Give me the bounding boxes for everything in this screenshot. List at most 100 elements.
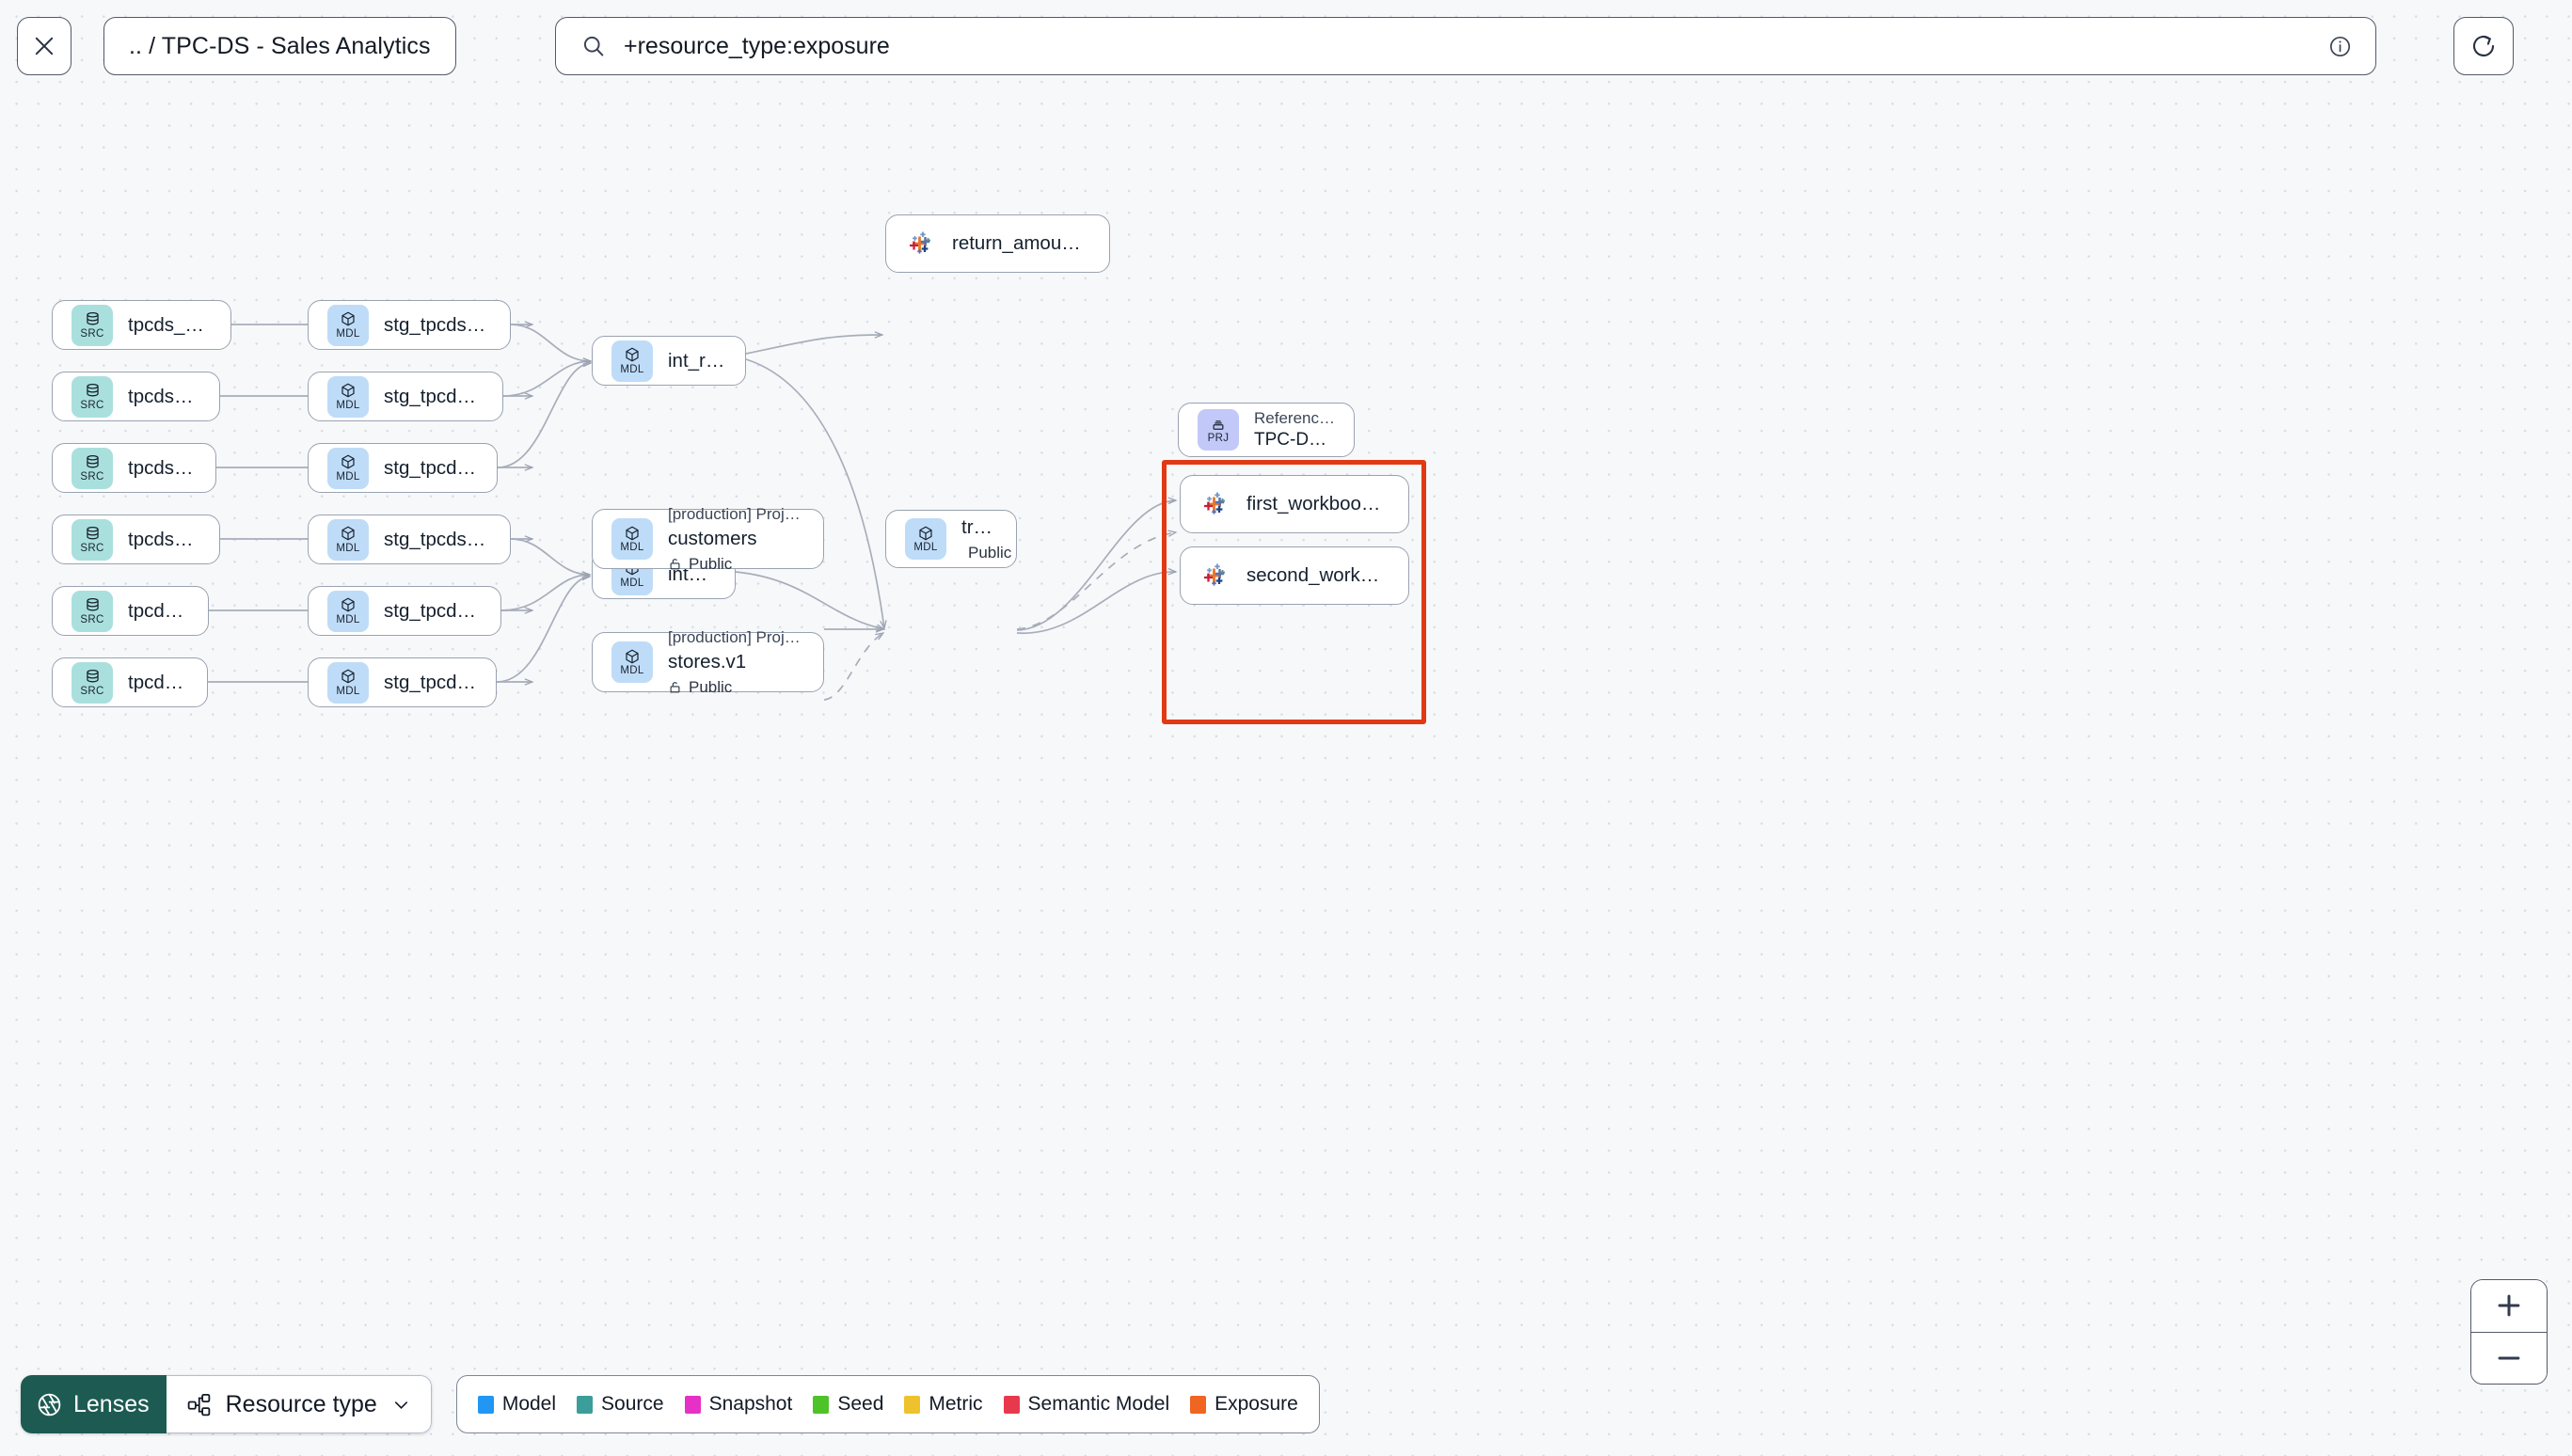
badge-label: MDL [620,363,644,375]
breadcrumb[interactable]: .. / TPC-DS - Sales Analytics [103,17,456,75]
legend-swatch [813,1395,830,1414]
zoom-in-button[interactable] [2471,1280,2547,1333]
node-referenced-by-project[interactable]: PRJ Referenced by TPC-DS - Core Data Mod… [1178,403,1355,457]
node-exposure-return-amounts[interactable]: return_amounts_by_transaction_type [885,214,1110,273]
node-title: stg_tpcds_core__web_sales [384,671,477,693]
node-title: transactions [961,515,997,538]
badge-label: MDL [336,399,360,411]
badge-label: MDL [620,665,644,676]
node-title: customers [668,527,757,549]
node-exposure-first-workbook[interactable]: first_workbook_attached_to_tpc-ds_-_… [1180,475,1409,533]
node-stores-v1[interactable]: MDL [production] Project: TPC-DS - Core … [592,628,824,696]
badge-label: MDL [336,542,360,554]
badge-label: SRC [80,400,104,411]
badge-label: MDL [336,327,360,340]
refresh-button[interactable] [2453,17,2514,75]
node-src-catalog-sales[interactable]: SRC tpcds_core.catalog_sales [52,514,220,564]
node-src-catalog-returns[interactable]: SRC tpcds_core.catalog_returns [52,300,231,350]
unlock-icon [670,559,680,570]
node-stg-store-returns[interactable]: MDL stg_tpcds_core__store_returns [308,372,503,421]
badge-label: MDL [620,577,644,589]
mdl-badge: MDL [611,518,653,560]
legend-swatch [477,1395,494,1414]
legend-item-seed: Seed [813,1393,883,1416]
badge-label: MDL [336,470,360,483]
node-stg-store-sales[interactable]: MDL stg_tpcds_core__store_sales [308,586,501,636]
node-stg-catalog-returns[interactable]: MDL stg_tpcds_core__catalog_returns [308,300,511,350]
cube-icon [341,454,355,469]
node-transactions[interactable]: MDL transactions Public [885,510,1017,568]
project-icon [1213,419,1224,430]
resource-type-label: Resource type [225,1390,377,1417]
mdl-badge: MDL [611,340,653,382]
legend-swatch [904,1395,921,1414]
node-title: stg_tpcds_core__catalog_returns [384,313,491,336]
prj-badge: PRJ [1198,409,1239,451]
legend-swatch [1190,1395,1207,1414]
node-src-web-sales[interactable]: SRC tpcds_core.web_sales [52,657,208,707]
legend-item-metric: Metric [904,1393,983,1416]
legend-item-snapshot: Snapshot [684,1393,792,1416]
cube-icon [626,347,639,362]
node-title: tpcds_core.catalog_sales [128,528,200,550]
node-src-store-sales[interactable]: SRC tpcds_core.store_sales [52,586,209,636]
badge-label: SRC [80,543,104,554]
node-stg-web-sales[interactable]: MDL stg_tpcds_core__web_sales [308,657,497,707]
node-src-web-returns[interactable]: SRC tpcds_core.web_returns [52,443,216,493]
node-customers[interactable]: MDL [production] Project: TPC-DS - Core … [592,505,824,573]
database-icon [86,311,99,324]
node-exposure-second-workbook[interactable]: second_workbook_connected_to_live… [1180,546,1409,605]
cube-icon [626,649,639,663]
src-badge: SRC [71,447,113,489]
mdl-badge: MDL [327,661,369,704]
node-stg-web-returns[interactable]: MDL stg_tpcds_core__web_returns [308,443,498,493]
unlock-icon [670,682,680,693]
node-stg-catalog-sales[interactable]: MDL stg_tpcds_core__catalog_sales [308,514,511,564]
legend-label: Metric [929,1393,983,1415]
src-badge: SRC [71,304,113,346]
zoom-controls[interactable] [2470,1279,2548,1385]
legend-label: Exposure [1215,1393,1298,1415]
legend-label: Seed [837,1393,884,1415]
close-icon [35,37,54,55]
node-title: first_workbook_attached_to_tpc-ds_-_… [1246,493,1389,514]
node-access: Public [668,678,804,697]
refresh-icon [2472,35,2495,57]
lineage-graph-canvas[interactable]: SRC tpcds_core.catalog_returns SRC tpcds… [0,109,2572,1456]
tableau-icon [910,231,930,254]
resource-type-dropdown[interactable]: Resource type [166,1375,432,1433]
node-title: tpcds_core.catalog_returns [128,313,212,336]
mdl-badge: MDL [327,447,369,489]
node-int-returns-unioned[interactable]: MDL int_returns__unioned [592,336,746,386]
lens-group[interactable]: Lenses Resource type [21,1375,432,1433]
lenses-label: Lenses [73,1390,150,1417]
database-icon [86,383,99,396]
badge-label: SRC [80,328,104,340]
badge-label: SRC [80,614,104,625]
search-bar[interactable]: +resource_type:exposure [555,17,2376,75]
legend-item-exposure: Exposure [1190,1393,1298,1416]
database-icon [86,526,99,539]
search-input[interactable]: +resource_type:exposure [624,32,890,59]
legend-label: Source [601,1393,664,1415]
node-title: tpcds_core.web_sales [128,671,188,693]
node-title: stg_tpcds_core__web_returns [384,456,478,479]
close-button[interactable] [17,17,71,75]
node-access: Public [668,555,804,574]
bottom-toolbar: Lenses Resource type Model Source S [21,1375,1320,1433]
info-icon[interactable] [2327,34,2353,59]
node-src-store-returns[interactable]: SRC tpcds_core.store_returns [52,372,220,421]
legend-item-model: Model [477,1393,556,1416]
mdl-badge: MDL [611,641,653,683]
node-subtitle: [production] Project: TPC-DS - Core Data… [668,627,804,646]
node-access-label: Public [689,677,733,696]
tableau-icon [1204,492,1225,514]
zoom-out-button[interactable] [2471,1332,2547,1384]
node-title: tpcds_core.store_sales [128,599,189,622]
badge-label: MDL [336,685,360,697]
node-title: stg_tpcds_core__store_sales [384,599,482,622]
database-icon [86,597,99,610]
lenses-button[interactable]: Lenses [21,1375,167,1433]
node-subtitle: Referenced by [1254,409,1335,427]
src-badge: SRC [71,518,113,561]
